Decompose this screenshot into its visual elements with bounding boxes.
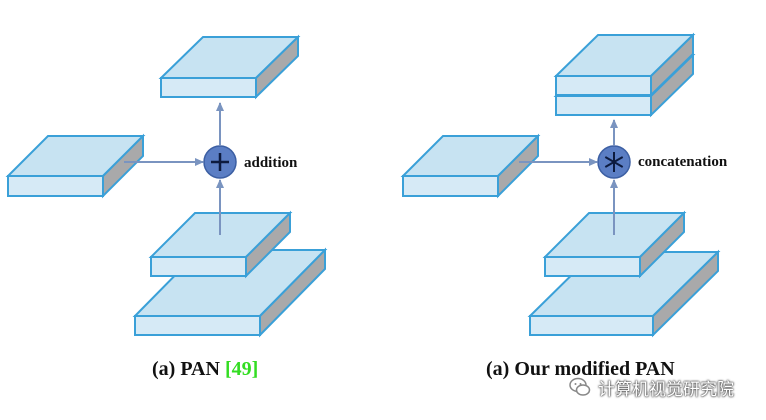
wechat-icon bbox=[569, 377, 591, 396]
left-panel-pan: addition bbox=[5, 34, 328, 338]
addition-operator bbox=[203, 145, 237, 179]
right-lateral-feature-block bbox=[400, 133, 541, 199]
right-panel-modified-pan: concatenation bbox=[400, 32, 728, 338]
right-bottom-large-block bbox=[527, 249, 721, 338]
watermark-text: 计算机视觉研究院 bbox=[598, 379, 734, 400]
addition-label: addition bbox=[244, 155, 298, 171]
right-output-block-upper bbox=[553, 32, 696, 98]
left-output-feature-block bbox=[158, 34, 301, 100]
left-bottom-large-block bbox=[132, 247, 328, 338]
left-caption-text: (a) PAN bbox=[152, 358, 225, 380]
concatenation-label: concatenation bbox=[638, 154, 728, 170]
left-caption: (a) PAN [49] bbox=[152, 354, 258, 384]
concatenation-operator bbox=[597, 145, 631, 179]
watermark: 计算机视觉研究院 bbox=[568, 372, 734, 402]
right-caption: (a) Our modified PAN bbox=[486, 358, 675, 380]
left-caption-citation: [49] bbox=[224, 358, 259, 380]
left-lateral-feature-block bbox=[5, 133, 146, 199]
